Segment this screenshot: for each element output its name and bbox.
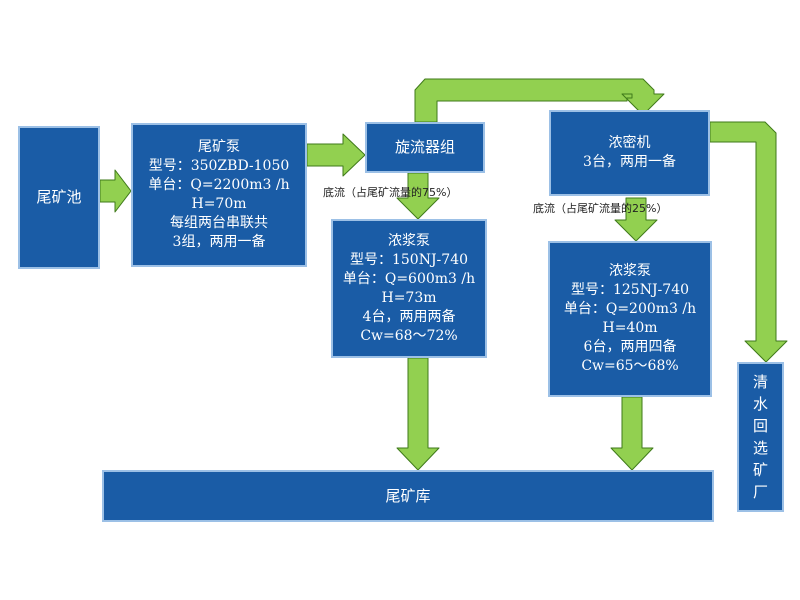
tailings-pump-title: 尾矿泵 [198, 139, 240, 155]
slurry-pump-2-head: H=40m [602, 320, 658, 336]
slurry-pump-2-box: 浓浆泵 型号：125NJ-740 单台：Q=200m3 /h H=40m 6台，… [548, 241, 712, 397]
tailings-pond-box: 尾矿池 [18, 126, 100, 269]
return-water-label: 清水回选矿厂 [752, 373, 768, 501]
slurry-pump-1-box: 浓浆泵 型号：150NJ-740 单台：Q=600m3 /h H=73m 4台，… [331, 219, 487, 358]
tailings-pump-note-2: 3组，两用一备 [172, 234, 266, 250]
slurry-pump-1-head: H=73m [381, 289, 437, 306]
slurry-pump-1-title: 浓浆泵 [388, 232, 430, 249]
arrow-slurry2-to-reservoir [610, 396, 654, 471]
cyclone-label: 旋流器组 [394, 138, 455, 156]
arrow-pump-to-cyclone [306, 133, 366, 177]
slurry-pump-1-cw: Cw=68～72% [360, 327, 458, 344]
arrow-cyclone-to-slurry1 [396, 172, 440, 220]
return-water-box: 清水回选矿厂 [737, 362, 784, 512]
slurry-pump-2-count: 6台，两用四备 [583, 339, 677, 355]
tailings-pump-capacity: 单台：Q=2200m3 /h [148, 177, 290, 193]
slurry-pump-1-model: 型号：150NJ-740 [349, 251, 469, 268]
slurry-pump-2-model: 型号：125NJ-740 [570, 282, 690, 298]
tailings-reservoir-box: 尾矿库 [102, 470, 714, 522]
slurry-pump-2-cw: Cw=65～68% [581, 358, 679, 374]
tailings-pump-head: H=70m [191, 196, 247, 212]
arrow-thickener-to-slurry2 [614, 197, 658, 242]
arrow-thickener-to-return [709, 121, 788, 363]
tailings-pump-model: 型号：350ZBD-1050 [148, 158, 290, 174]
arrow-pond-to-pump [99, 169, 132, 213]
arrow-slurry1-to-reservoir [396, 357, 440, 471]
slurry-pump-2-title: 浓浆泵 [609, 263, 651, 279]
slurry-pump-1-count: 4台，两用两备 [362, 308, 456, 325]
tailings-pump-box: 尾矿泵 型号：350ZBD-1050 单台：Q=2200m3 /h H=70m … [131, 123, 307, 267]
thickener-count: 3台，两用一备 [583, 154, 676, 170]
tailings-reservoir-label: 尾矿库 [385, 486, 431, 505]
tailings-pond-label: 尾矿池 [36, 188, 82, 206]
arrow-cyclone-to-thickener [414, 78, 665, 123]
slurry-pump-2-capacity: 单台：Q=200m3 /h [563, 301, 697, 317]
tailings-pump-note-1: 每组两台串联共 [170, 215, 268, 231]
thickener-title: 浓密机 [608, 135, 651, 151]
cyclone-box: 旋流器组 [365, 122, 485, 173]
thickener-box: 浓密机 3台，两用一备 [549, 110, 710, 196]
underflow-label-cyclone: 底流（占尾矿流量的75%） [323, 186, 458, 199]
slurry-pump-1-capacity: 单台：Q=600m3 /h [342, 270, 476, 287]
underflow-label-thickener: 底流（占尾矿流量的25%） [533, 202, 668, 215]
